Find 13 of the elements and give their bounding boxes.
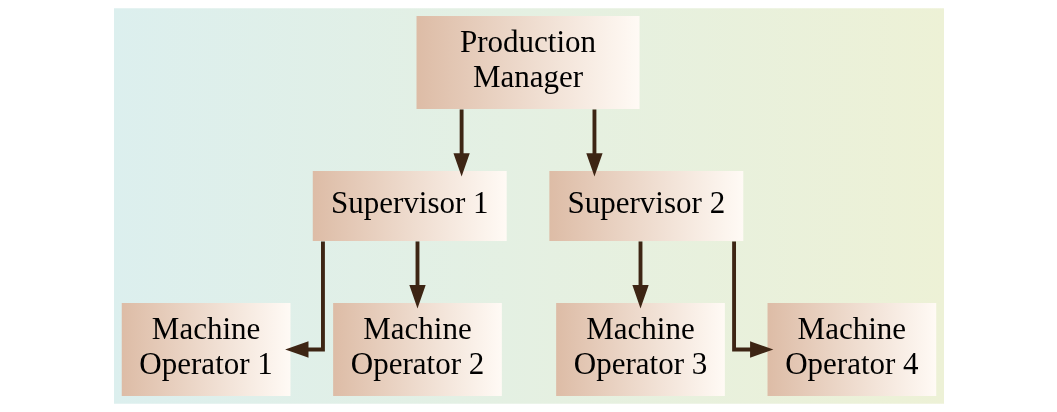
arrow bbox=[585, 109, 603, 177]
arrow bbox=[408, 241, 426, 309]
arrow bbox=[731, 241, 773, 358]
node-box: Production Manager bbox=[416, 15, 640, 110]
node-box: Supervisor 2 bbox=[548, 171, 743, 241]
arrow bbox=[452, 109, 470, 177]
node-box: Machine Operator 2 bbox=[332, 302, 502, 397]
arrow bbox=[631, 241, 649, 309]
arrow bbox=[284, 241, 325, 358]
node-box: Machine Operator 1 bbox=[121, 302, 290, 397]
node-box: Machine Operator 3 bbox=[555, 302, 725, 397]
node-box: Machine Operator 4 bbox=[767, 302, 936, 397]
node-box: Supervisor 1 bbox=[312, 171, 507, 241]
